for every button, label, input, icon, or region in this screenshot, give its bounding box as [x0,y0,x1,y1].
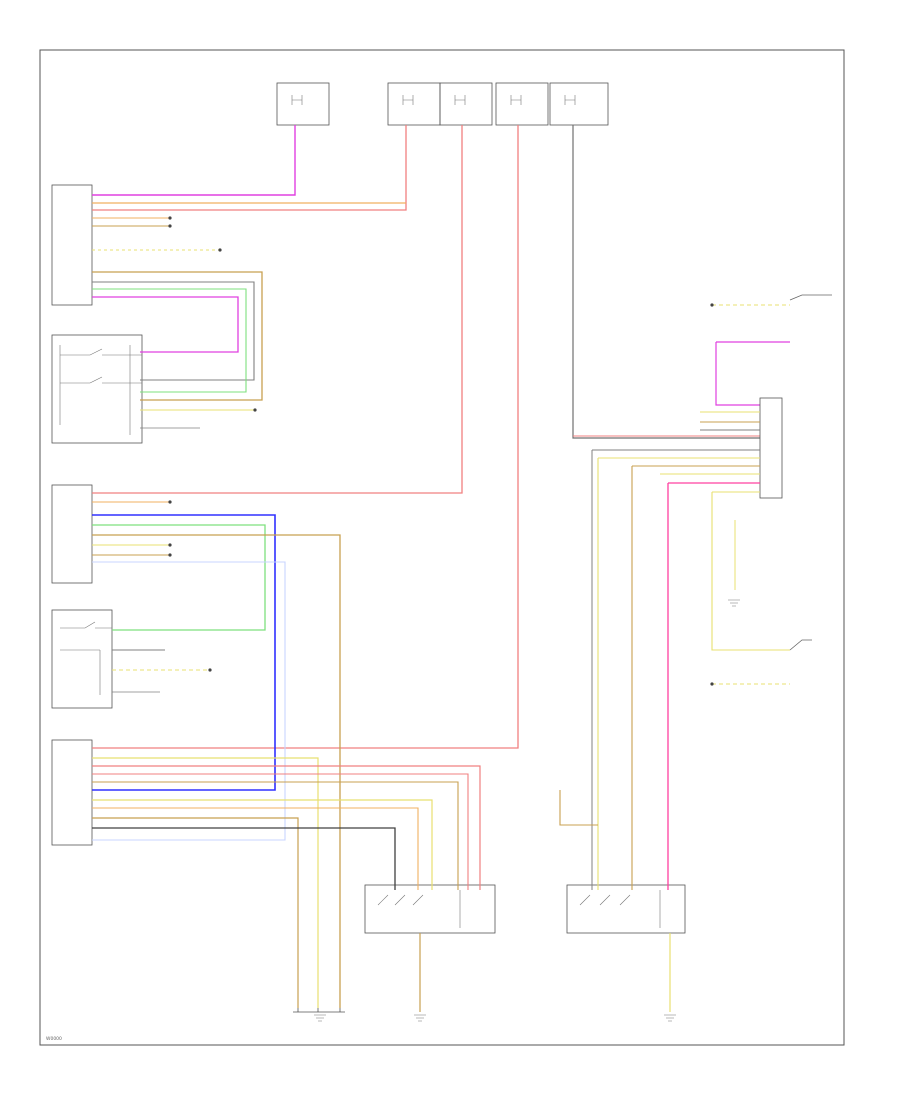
connector-3-branches [92,757,481,1008]
connector-block-3 [51,739,93,846]
connector-block-2 [51,484,93,584]
ground-symbols [314,599,740,1022]
switch-block-1 [51,334,143,444]
fuse-box-4 [495,82,549,126]
switch-contacts-2 [60,621,112,695]
fuse-box-1 [276,82,330,126]
left-components [51,184,143,846]
fuse-box-3 [439,82,493,126]
splice-points [168,216,714,686]
bottom-switch-blocks [364,884,686,934]
wire-pink-1 [92,125,296,196]
right-side-wiring [559,294,832,1012]
switch-block-2 [51,609,113,709]
connector-block-1 [51,184,93,306]
fuse-box-2 [387,82,441,126]
bottom-switch-block-right [566,884,686,934]
switch-2-branches [112,649,210,693]
wire-red-3 [92,125,519,749]
fuse-box-group [276,82,609,126]
wire-gray-1 [572,125,760,439]
right-connector-block [759,397,783,499]
connector-1-branches [92,217,263,429]
fuse-box-5 [549,82,609,126]
wire-red-1 [92,125,407,211]
diagram-frame [39,49,845,1046]
wire-red-2 [92,125,463,494]
switch-contacts-1 [59,345,142,435]
ground-wires-left [293,933,421,1013]
connector-2-branches [92,501,341,1008]
footer-code: W0000 [46,1036,62,1042]
bottom-switch-block-left [364,884,496,934]
